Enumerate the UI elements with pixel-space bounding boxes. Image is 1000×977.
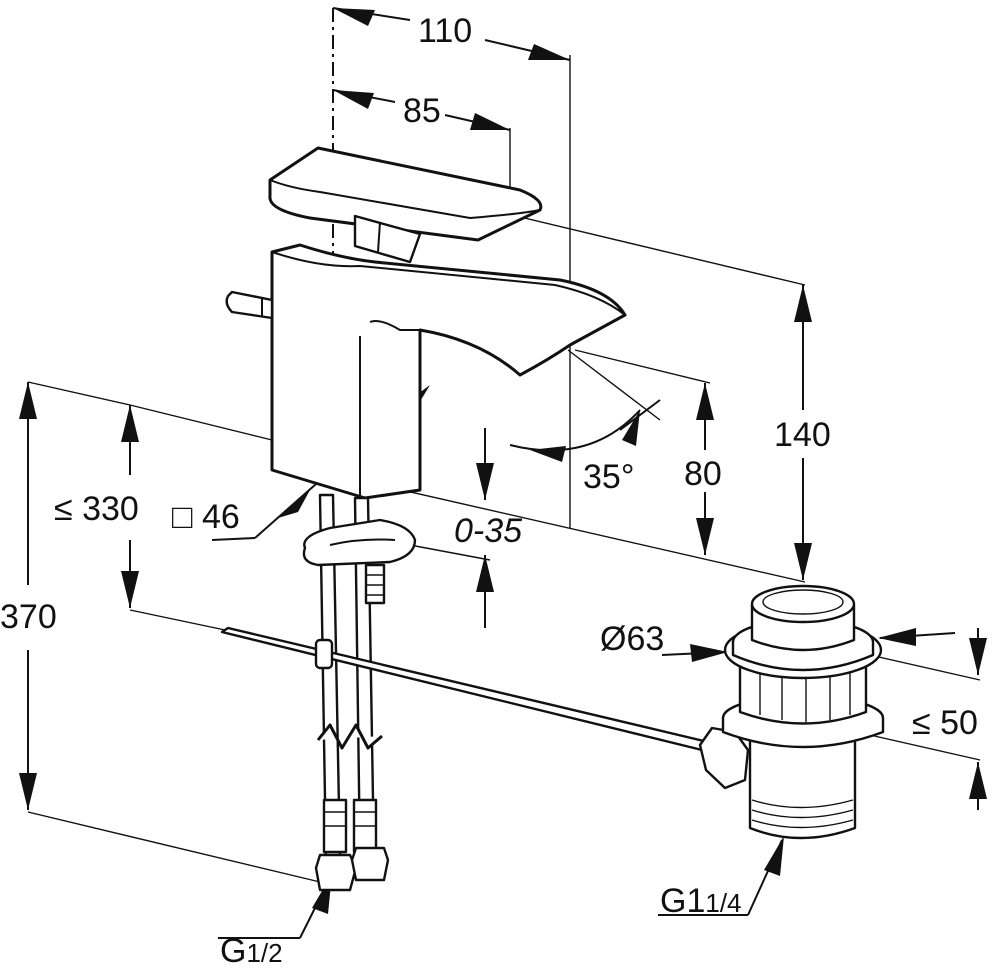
arrow-range-bottom	[476, 555, 494, 592]
label-thread-supply-sub: 1/2	[246, 938, 282, 968]
arrow-80-top	[696, 383, 714, 420]
arrow-angle-left	[530, 446, 566, 462]
handle-neck	[353, 214, 422, 264]
popup-waste	[698, 584, 885, 840]
label-thread-drain-main: G1	[660, 882, 705, 920]
arrow-46-a	[278, 490, 310, 518]
arrow-angle-right	[622, 410, 640, 446]
label-thread-supply-main: G	[220, 932, 246, 970]
arrow-330-top	[121, 405, 139, 442]
arrow-330-bottom	[121, 571, 139, 608]
supply-assembly	[220, 493, 710, 892]
drain-tail	[748, 738, 857, 840]
rod-clamp	[314, 638, 334, 670]
arrow-d63-left	[690, 644, 728, 662]
arrow-140-bottom	[794, 543, 812, 580]
label-adjust-range: 0-35	[454, 512, 522, 550]
label-spout-height: 80	[684, 455, 722, 493]
arrow-d63-right	[878, 628, 916, 646]
threaded-stud	[364, 563, 386, 605]
arrow-range-top	[476, 463, 494, 500]
label-drain-diameter: Ø63	[600, 620, 664, 658]
label-drain-height: ≤ 50	[912, 704, 978, 742]
arrow-110-left	[333, 8, 375, 26]
arrow-370-bottom	[19, 773, 37, 810]
label-thread-supply: G1/2	[220, 932, 283, 970]
arrow-85-right	[470, 113, 510, 130]
hex-nut-left	[314, 853, 358, 892]
lever-handle	[268, 146, 543, 242]
hex-nut-right	[350, 846, 390, 882]
label-base-square: □ 46	[172, 498, 240, 536]
arrow-110-right	[528, 44, 570, 60]
arrow-140-top	[794, 285, 812, 322]
label-reach-spout: 85	[403, 92, 441, 130]
arrow-g114	[764, 836, 784, 876]
drain-plug-cap	[750, 584, 856, 624]
label-connection-length: 370	[0, 598, 57, 636]
dimension-labels: 110 85 140 80 35° 0-35 ≤ 330 370 □ 46 Ø6…	[0, 12, 978, 970]
label-height-total: 140	[774, 416, 831, 454]
arrow-370-top	[19, 382, 37, 419]
drain-lever-connector	[698, 726, 750, 790]
arrow-80-bottom	[696, 518, 714, 555]
label-spout-angle: 35°	[583, 458, 634, 496]
label-max-thickness: ≤ 330	[54, 490, 139, 528]
arrow-50-top	[969, 638, 987, 675]
label-reach-total: 110	[418, 12, 472, 50]
label-thread-drain: G11/4	[660, 882, 742, 920]
arrow-50-bottom	[969, 762, 987, 799]
arrow-85-left	[333, 90, 374, 109]
mounting-bracket	[302, 518, 417, 567]
popup-rod-knob	[225, 290, 274, 320]
label-thread-drain-sub: 1/4	[705, 888, 741, 918]
faucet-main-body	[270, 243, 627, 500]
faucet-body	[225, 146, 627, 500]
